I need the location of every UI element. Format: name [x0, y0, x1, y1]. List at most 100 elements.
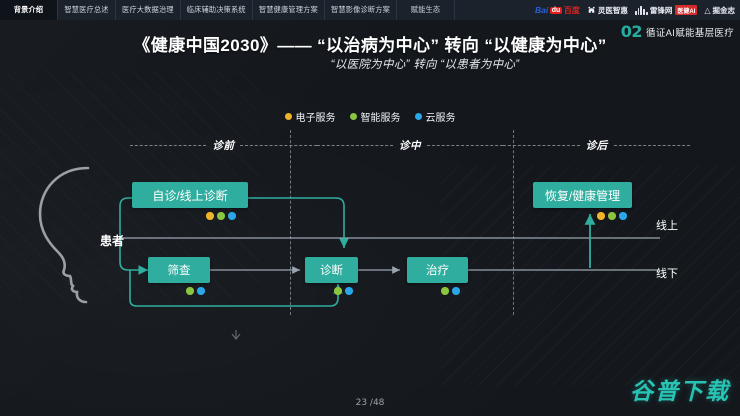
juejinzhi-logo: △ 掘金志	[704, 5, 735, 16]
phase-label-during: 诊中	[399, 139, 422, 152]
node-dots-treatment	[441, 287, 460, 295]
legend-label: 智能服务	[360, 113, 401, 124]
lingyi-zhihui-logo: 灵医智惠	[587, 5, 628, 16]
nav-tab-background[interactable]: 背景介绍	[0, 0, 58, 20]
juejinzhi-text: 掘金志	[712, 5, 736, 15]
node-dots-screening	[186, 287, 205, 295]
nav-tab-imaging-diagnosis[interactable]: 智慧影像诊断方案	[325, 0, 398, 20]
nav-tab-ecosystem[interactable]: 赋能生态	[397, 0, 456, 20]
lane-label-online: 线上	[656, 220, 678, 232]
node-label: 自诊/线上诊断	[152, 188, 228, 203]
baidu-bai-text: Bai	[535, 5, 549, 15]
nav-spacer	[455, 0, 535, 20]
divider-line	[503, 144, 580, 146]
phase-separator-right	[513, 130, 514, 315]
triangle-icon: △	[704, 5, 711, 15]
legend-dot-icon	[349, 113, 357, 120]
divider-line	[240, 144, 317, 146]
patient-head-icon	[38, 166, 90, 304]
service-legend: 电子服务 智能服务 云服务	[0, 109, 740, 124]
node-dots-self-diagnosis	[206, 212, 236, 220]
divider-line	[427, 144, 504, 146]
paw-icon	[588, 6, 595, 13]
leiphone-text: 雷锋网	[649, 5, 673, 15]
nav-tab-smart-medical-overview[interactable]: 智慧医疗总述	[58, 0, 116, 20]
phase-segment-pre: 诊前	[130, 138, 317, 153]
node-recovery-health-management[interactable]: 恢复/健康管理	[533, 182, 632, 208]
node-screening[interactable]: 筛查	[148, 257, 210, 283]
dot-cloud-icon	[228, 212, 236, 220]
legend-item-intelligent: 智能服务	[349, 109, 401, 124]
dot-electronic-icon	[597, 212, 605, 220]
phase-segment-during: 诊中	[316, 138, 504, 153]
nav-tab-label: 智慧健康管理方案	[258, 5, 318, 14]
dot-intelligent-icon	[334, 287, 342, 295]
legend-label: 电子服务	[295, 113, 336, 124]
dot-electronic-icon	[206, 212, 214, 220]
phase-label-pre: 诊前	[212, 139, 235, 152]
legend-label: 云服务	[425, 113, 456, 124]
nav-tab-label: 赋能生态	[410, 5, 441, 14]
baidu-du-text: du	[550, 6, 562, 14]
dot-intelligent-icon	[441, 287, 449, 295]
section-tag: 02 循证AI赋能基层医疗	[621, 22, 734, 41]
leiphone-logo: 雷锋网 医健AI	[634, 5, 698, 16]
screening-feedback-loop	[129, 270, 343, 307]
node-label: 诊断	[320, 265, 343, 277]
phase-divider-row: 诊前 诊中 诊后	[130, 137, 691, 153]
bars-icon	[634, 5, 648, 15]
decorative-tick-icon	[231, 330, 241, 340]
node-dots-diagnosis	[334, 287, 353, 295]
nav-tab-label: 背景介绍	[13, 5, 44, 14]
lane-label-offline: 线下	[656, 268, 678, 280]
node-diagnosis[interactable]: 诊断	[305, 257, 358, 283]
phase-separator-left	[290, 130, 291, 315]
divider-line	[613, 144, 691, 146]
legend-dot-icon	[414, 113, 422, 120]
patient-to-screening-connector	[119, 238, 148, 275]
section-number: 02	[620, 22, 643, 41]
dot-intelligent-icon	[608, 212, 616, 220]
node-treatment[interactable]: 治疗	[407, 257, 468, 283]
dot-cloud-icon	[452, 287, 460, 295]
node-label: 筛查	[167, 265, 191, 277]
legend-item-electronic: 电子服务	[284, 109, 336, 124]
divider-line	[130, 144, 207, 146]
page-indicator: 23 /48	[355, 398, 385, 408]
legend-dot-icon	[284, 113, 292, 120]
patient-to-selfdiag-connector	[119, 197, 132, 238]
nav-tab-clinical-decision-support[interactable]: 临床辅助决策系统	[181, 0, 253, 20]
top-navbar: 背景介绍 智慧医疗总述 医疗大数据治理 临床辅助决策系统 智慧健康管理方案 智慧…	[0, 0, 740, 20]
nav-tab-label: 临床辅助决策系统	[186, 5, 246, 14]
page-subtitle: “以医院为中心” 转向 “以患者为中心”	[330, 59, 520, 71]
phase-segment-post: 诊后	[503, 138, 691, 153]
node-self-diagnosis[interactable]: 自诊/线上诊断	[132, 182, 248, 208]
section-name: 循证AI赋能基层医疗	[646, 27, 734, 39]
leiphone-badge: 医健AI	[675, 5, 698, 15]
legend-item-cloud: 云服务	[414, 109, 456, 124]
dot-intelligent-icon	[186, 287, 194, 295]
baidu-cn-text: 百度	[563, 5, 580, 15]
dot-intelligent-icon	[217, 212, 225, 220]
nav-tab-label: 智慧影像诊断方案	[330, 5, 391, 14]
node-label: 治疗	[426, 265, 449, 277]
nav-tab-health-management[interactable]: 智慧健康管理方案	[253, 0, 325, 20]
selfdiag-to-diagnosis-connector	[248, 197, 349, 248]
lingyi-zhihui-text: 灵医智惠	[597, 5, 628, 15]
dot-cloud-icon	[345, 287, 353, 295]
divider-line	[316, 144, 394, 146]
phase-label-post: 诊后	[585, 139, 608, 152]
dot-cloud-icon	[197, 287, 205, 295]
watermark: 谷普下载	[630, 378, 730, 404]
node-label: 恢复/健康管理	[544, 188, 621, 203]
node-dots-recovery	[597, 212, 627, 220]
nav-tab-label: 医疗大数据治理	[122, 5, 174, 14]
dot-cloud-icon	[619, 212, 627, 220]
patient-label: 患者	[100, 234, 125, 248]
nav-tab-big-data-governance[interactable]: 医疗大数据治理	[116, 0, 181, 20]
page-title: 《健康中国2030》—— “以治病为中心” 转向 “以健康为中心”	[133, 36, 607, 55]
